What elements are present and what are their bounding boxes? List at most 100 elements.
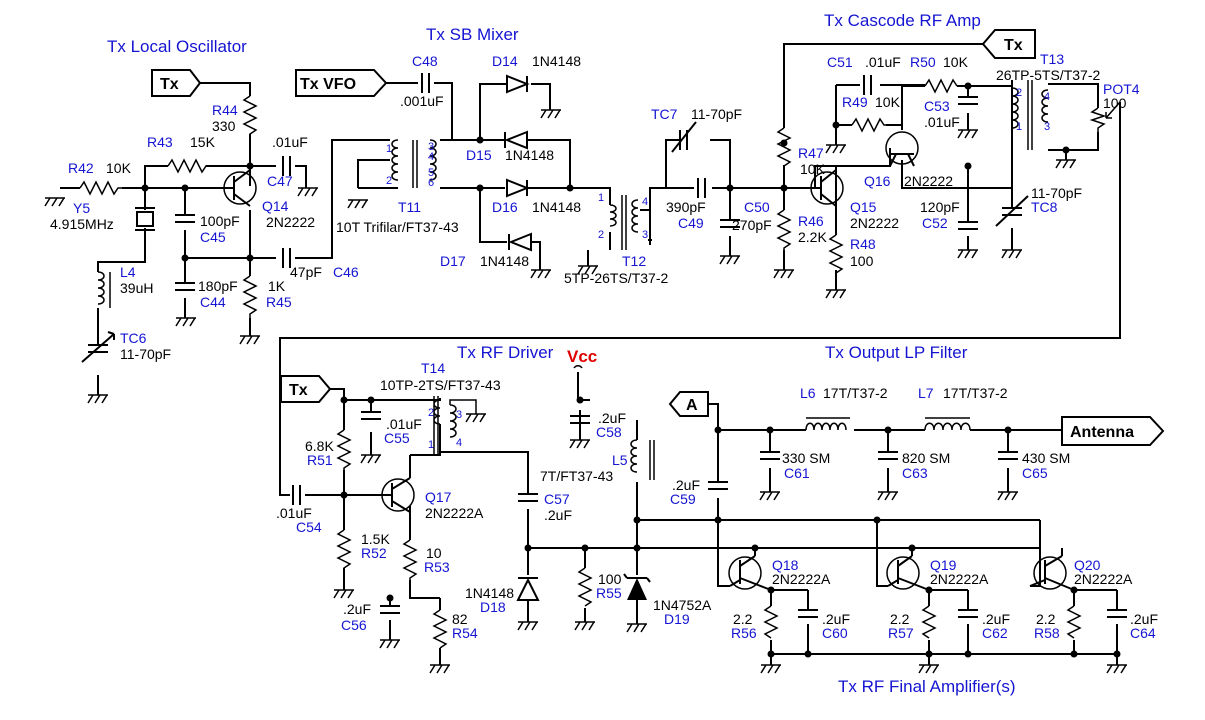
resistor-r44-icon <box>242 95 258 138</box>
value-c64: .2uF <box>1130 611 1158 627</box>
value-c61: 330 SM <box>782 450 830 466</box>
value-r45: 1K <box>268 278 286 294</box>
value-tc7: 11-70pF <box>691 106 742 122</box>
title-output-lp-filter: Tx Output LP Filter <box>825 343 968 362</box>
value-d16: 1N4148 <box>532 199 581 215</box>
transistor-icons <box>223 131 1075 591</box>
label-c65: C65 <box>1022 465 1048 481</box>
label-t13: T13 <box>1040 51 1064 67</box>
value-c56: .2uF <box>343 601 371 617</box>
label-tc7: TC7 <box>651 106 678 122</box>
value-l4: 39uH <box>120 280 153 296</box>
label-r48: R48 <box>850 236 876 252</box>
inductor-l4-icon <box>97 271 111 308</box>
resistor-r46-icon <box>776 209 792 252</box>
port-tx-lo: Tx <box>151 69 202 97</box>
value-c65: 430 SM <box>1022 450 1070 466</box>
value-c45: 100pF <box>200 213 240 229</box>
value-r53: 10 <box>426 545 442 561</box>
label-r43: R43 <box>147 134 173 150</box>
pin-t11-3: 3 <box>428 141 434 153</box>
value-q15: 2N2222 <box>850 215 899 231</box>
svg-text:Tx: Tx <box>289 382 308 399</box>
svg-text:Antenna: Antenna <box>1070 424 1134 441</box>
value-d15: 1N4148 <box>505 147 554 163</box>
value-c59: .2uF <box>672 477 700 493</box>
resistor-r45-icon <box>242 275 258 318</box>
junction-dots <box>141 82 1121 658</box>
label-l7: L7 <box>918 385 934 401</box>
title-rf-final-amplifiers: Tx RF Final Amplifier(s) <box>838 677 1016 696</box>
value-t13: 26TP-5TS/T37-2 <box>996 67 1100 83</box>
label-l6: L6 <box>800 385 816 401</box>
label-c53: C53 <box>924 98 950 114</box>
port-tx-driver: Tx <box>280 375 332 403</box>
value-c44: 180pF <box>198 278 238 294</box>
value-r57: 2.2 <box>890 611 910 627</box>
transformer-t14-icon <box>433 396 477 455</box>
transformer-t11-icon <box>391 139 437 188</box>
resistor-r56-icon <box>763 605 779 639</box>
inductor-l7-icon <box>924 417 971 431</box>
value-r55: 100 <box>598 571 622 587</box>
resistor-r48-icon <box>828 234 844 277</box>
pin-t12-4: 4 <box>642 196 648 208</box>
label-c62: C62 <box>982 625 1008 641</box>
label-q19: Q19 <box>930 557 957 573</box>
label-tc8: TC8 <box>1031 199 1058 215</box>
label-l4: L4 <box>120 264 136 280</box>
value-c57: .2uF <box>544 507 572 523</box>
label-tc6: TC6 <box>120 330 147 346</box>
label-c51: C51 <box>827 54 853 70</box>
resistor-r47-icon <box>776 127 792 170</box>
label-c63: C63 <box>902 465 928 481</box>
pin-t11-5: 5 <box>428 167 434 179</box>
pin-t12-1: 1 <box>598 192 604 204</box>
resistor-r50-icon <box>924 78 958 94</box>
vcc-symbol-icon <box>573 365 583 369</box>
pin-t13-3: 3 <box>1044 121 1050 133</box>
value-c50: 270pF <box>732 217 772 233</box>
resistor-r54-icon <box>432 609 448 649</box>
value-r50: 10K <box>943 54 969 70</box>
value-c48: .001uF <box>400 93 444 109</box>
label-c57: C57 <box>544 491 570 507</box>
label-c56: C56 <box>341 617 367 633</box>
value-d18: 1N4148 <box>465 585 514 601</box>
label-q20: Q20 <box>1074 557 1101 573</box>
trimmer-tc6-icon <box>81 331 115 363</box>
label-r54: R54 <box>452 625 478 641</box>
value-c51: .01uF <box>865 54 901 70</box>
port-antenna: Antenna <box>1061 416 1165 446</box>
label-r55: R55 <box>596 585 622 601</box>
pin-t14-1: 1 <box>428 439 434 451</box>
value-q19: 2N2222A <box>930 571 989 587</box>
value-q18: 2N2222A <box>772 571 831 587</box>
value-q20: 2N2222A <box>1074 571 1133 587</box>
label-d18: D18 <box>480 599 506 615</box>
label-c49: C49 <box>678 215 704 231</box>
label-t14: T14 <box>421 360 445 376</box>
value-d19: 1N4752A <box>653 597 712 613</box>
diode-icons <box>504 74 651 601</box>
vcc-label: Vcc <box>567 347 597 366</box>
resistor-r53-icon <box>402 539 418 580</box>
value-c54: .01uF <box>276 505 312 521</box>
inductor-l5-icon <box>630 439 655 480</box>
svg-text:Tx: Tx <box>1004 37 1023 54</box>
value-c53: .01uF <box>924 114 960 130</box>
label-r45: R45 <box>266 294 292 310</box>
value-r44: 330 <box>212 118 236 134</box>
value-r52: 1.5K <box>361 531 390 547</box>
value-c58: .2uF <box>598 410 626 426</box>
label-r57: R57 <box>888 625 914 641</box>
label-d15: D15 <box>466 147 492 163</box>
label-l5: L5 <box>612 452 628 468</box>
resistor-r42-icon <box>79 180 122 196</box>
value-l7: 17T/T37-2 <box>943 385 1008 401</box>
pin-t14-3: 3 <box>456 409 462 421</box>
pin-t13-2: 2 <box>1016 87 1022 99</box>
label-c60: C60 <box>822 625 848 641</box>
svg-text:A: A <box>686 397 698 414</box>
pin-t11-1: 1 <box>386 143 392 155</box>
